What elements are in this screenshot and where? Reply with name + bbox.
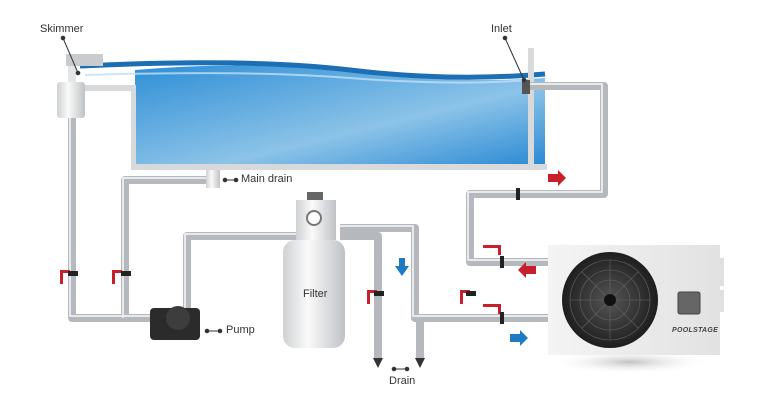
pump [150,306,200,340]
main-drain-fitting [206,170,220,188]
filter-label: Filter [303,288,328,300]
return-flow-arrow-icon [518,262,536,278]
leader-lines [60,35,527,372]
drain-label: Drain [389,375,416,387]
pump-label: Pump [226,324,255,336]
cold-flow-arrow-icon [510,330,528,346]
drain-outlet-icon [373,358,425,368]
heat-pump [548,245,724,374]
main-drain-label: Main drain [241,173,293,185]
valves [60,188,520,324]
pool [79,48,547,170]
drain-flow-arrow-icon [395,258,409,276]
heat-pump-brand-logo: POOLSTAGE [672,327,719,334]
inlet-fitting [522,80,530,94]
skimmer [57,54,103,118]
filter [283,192,345,348]
skimmer-label: Skimmer [40,23,84,35]
hot-flow-arrow-icon [548,170,566,186]
inlet-label: Inlet [491,23,512,35]
